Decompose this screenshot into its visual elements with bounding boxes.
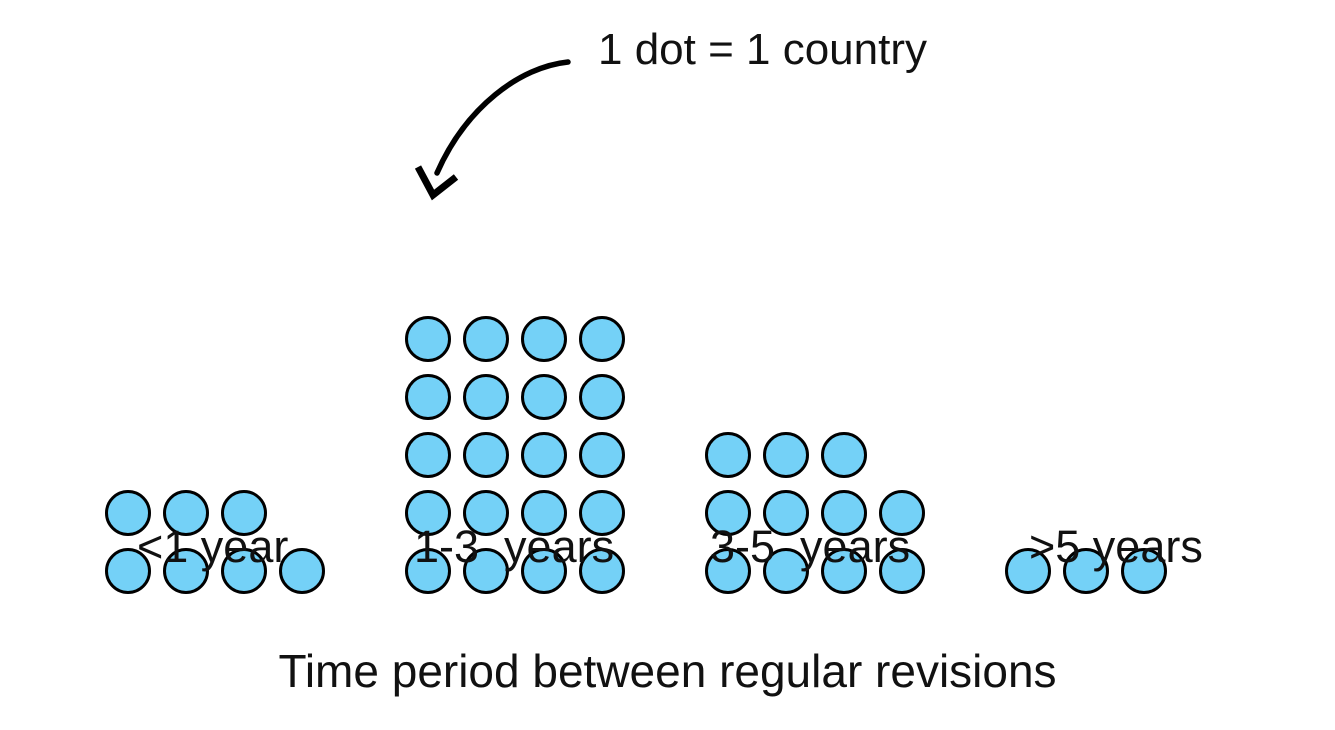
dot — [879, 548, 925, 594]
dot — [405, 490, 451, 536]
category-label-2: 1-3 years — [414, 521, 615, 572]
dot — [463, 432, 509, 478]
dot-column-1 — [105, 484, 337, 600]
dot-plot-area — [105, 310, 1179, 600]
dot — [879, 490, 925, 536]
dot-column-3 — [705, 426, 937, 600]
dot — [705, 490, 751, 536]
dot — [821, 490, 867, 536]
dot — [705, 432, 751, 478]
dot — [105, 490, 151, 536]
dot — [579, 432, 625, 478]
dot — [163, 548, 209, 594]
dot-row — [405, 426, 637, 484]
dot — [521, 374, 567, 420]
category-label-3: 3-5 years — [710, 521, 911, 572]
dot — [1005, 548, 1051, 594]
dot — [163, 490, 209, 536]
dot-row — [705, 484, 937, 542]
dot — [821, 432, 867, 478]
dot — [579, 548, 625, 594]
dot-row — [405, 310, 637, 368]
dot — [579, 374, 625, 420]
dot — [763, 490, 809, 536]
dot-row — [1005, 542, 1179, 600]
dot — [579, 490, 625, 536]
dot-row — [705, 426, 879, 484]
dot — [405, 548, 451, 594]
dot — [463, 548, 509, 594]
dot-row — [105, 542, 337, 600]
dot — [279, 548, 325, 594]
dot-column-2 — [405, 310, 637, 600]
dot — [105, 548, 151, 594]
dot — [221, 548, 267, 594]
dot — [521, 432, 567, 478]
dot — [763, 432, 809, 478]
dot-row — [405, 368, 637, 426]
dot-column-4 — [1005, 542, 1179, 600]
dot-row — [105, 484, 279, 542]
dot — [821, 548, 867, 594]
dot — [221, 490, 267, 536]
dot-row — [405, 542, 637, 600]
dot — [405, 374, 451, 420]
category-label-4: >5 years — [1029, 521, 1203, 572]
dot — [763, 548, 809, 594]
dot — [1121, 548, 1167, 594]
dot — [521, 548, 567, 594]
dot — [521, 490, 567, 536]
dot — [463, 374, 509, 420]
dot — [405, 316, 451, 362]
dot — [463, 490, 509, 536]
dot — [521, 316, 567, 362]
dot — [705, 548, 751, 594]
dot — [1063, 548, 1109, 594]
dot — [463, 316, 509, 362]
category-label-1: <1 year — [137, 521, 289, 572]
chart-caption: Time period between regular revisions — [278, 645, 1057, 697]
dot — [405, 432, 451, 478]
dot-row — [405, 484, 637, 542]
dot — [579, 316, 625, 362]
dot-row — [705, 542, 937, 600]
annotation-label: 1 dot = 1 country — [598, 25, 927, 74]
